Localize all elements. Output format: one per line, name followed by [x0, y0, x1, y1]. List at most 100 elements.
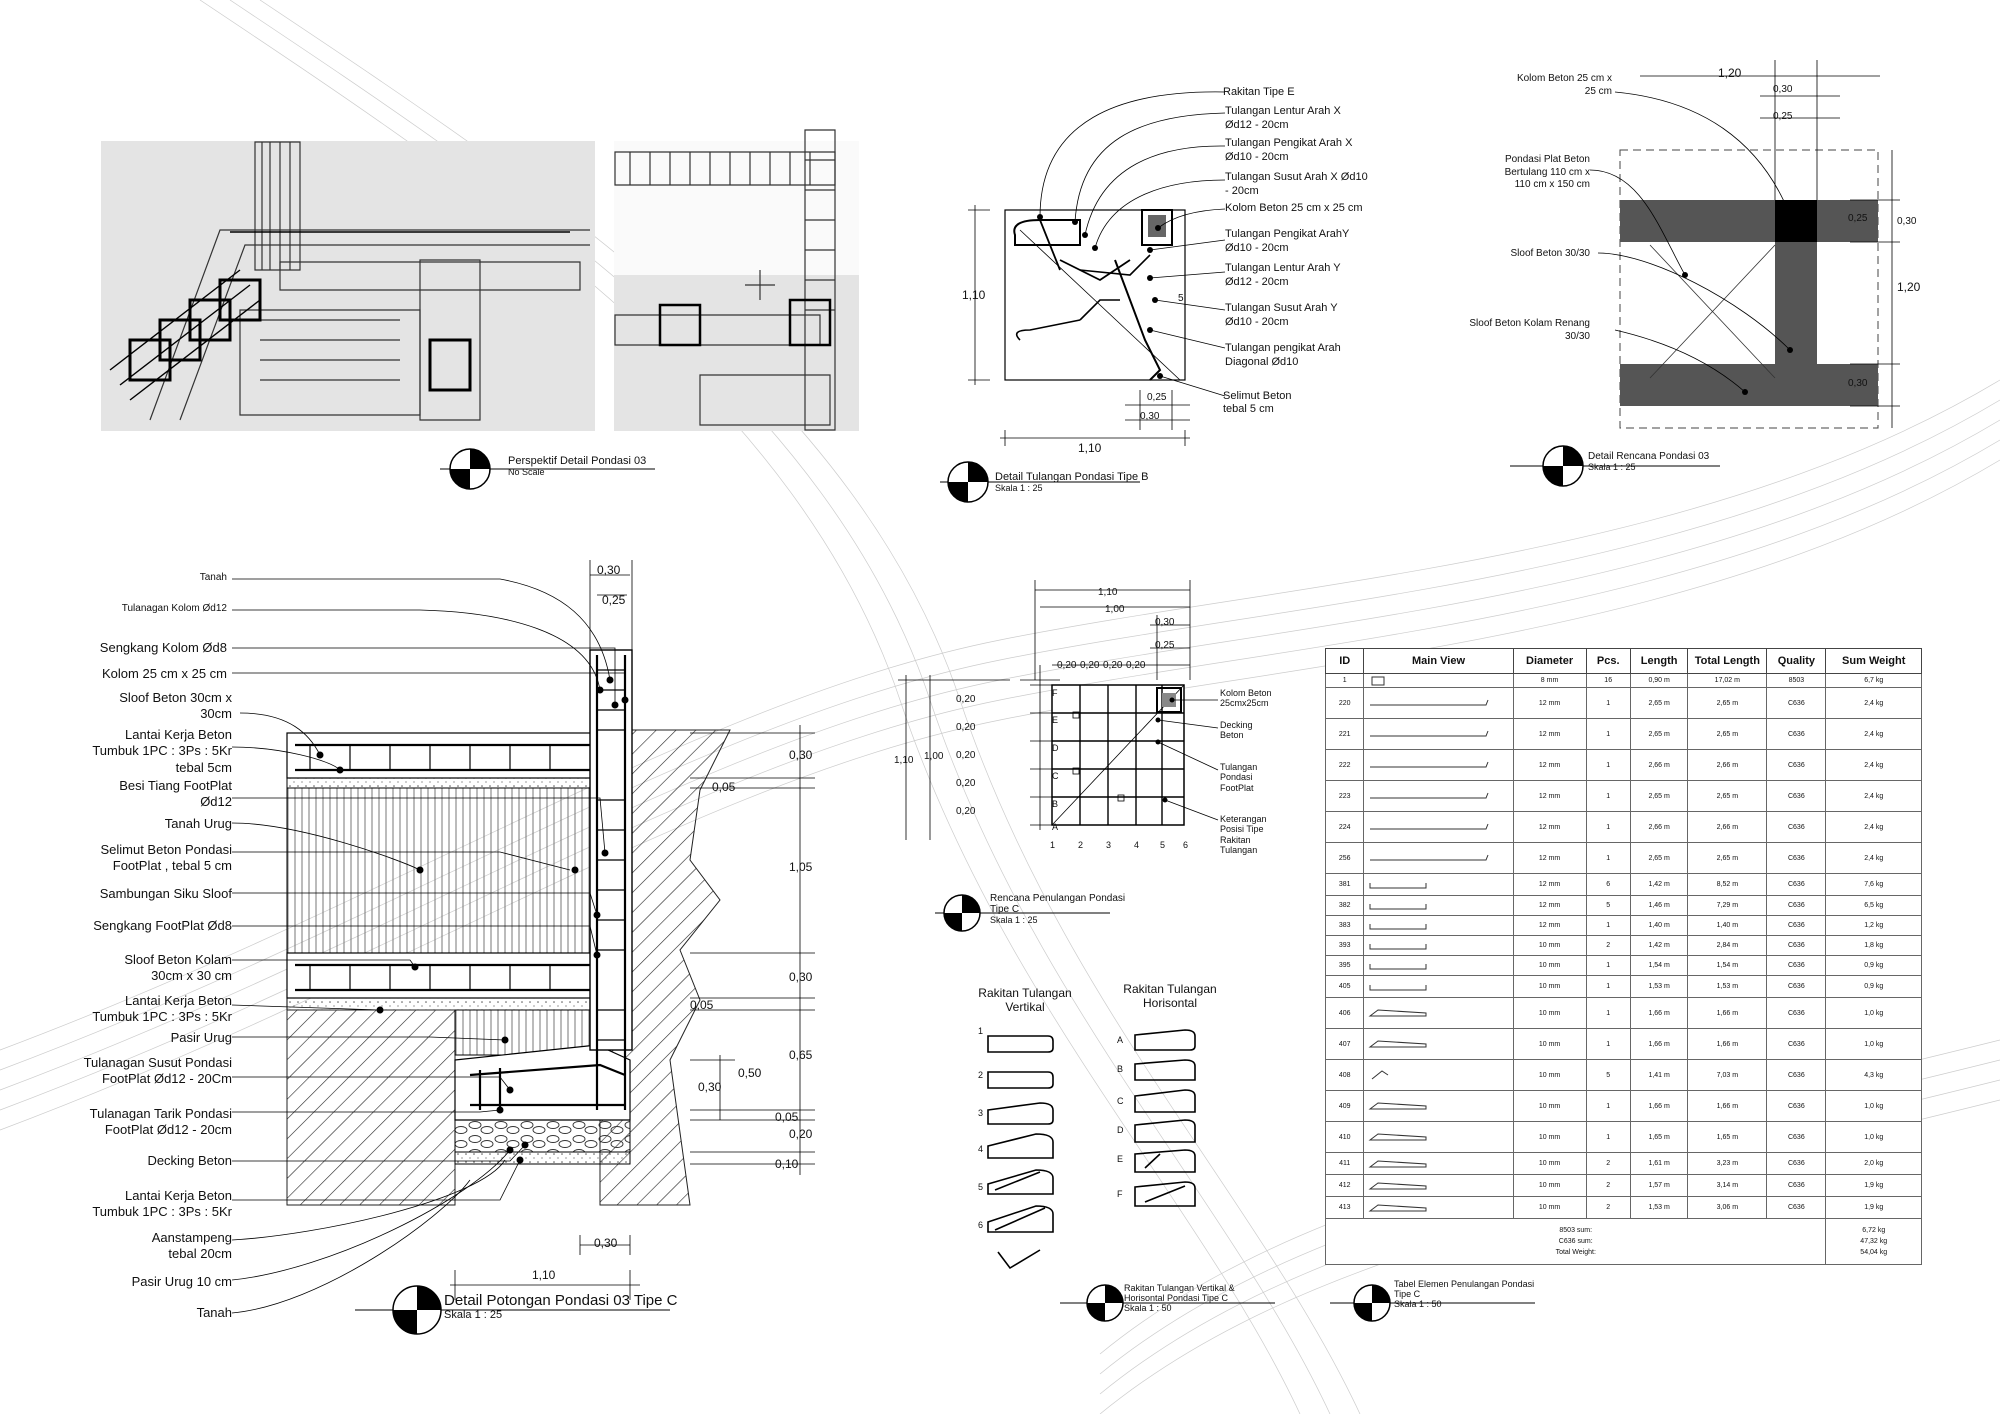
grid-col-4: 4 [1134, 840, 1140, 850]
rebar-shape-icon [1363, 873, 1514, 896]
potongan-dim: 0,05 [690, 998, 714, 1012]
rakitan-title-block: Rakitan Tulangan Vertikal & Horisontal P… [1124, 1283, 1235, 1313]
table-cell: 1,57 m [1629, 1174, 1689, 1197]
rakitan-horisontal-title-line1: Rakitan Tulangan [1123, 982, 1217, 996]
potongan-label-line: Besi Tiang FootPlat [119, 778, 232, 793]
table-cell: 2 [1585, 1152, 1631, 1175]
grid-row-b: B [1052, 799, 1059, 809]
potongan-label-line: Sloof Beton Kolam [124, 952, 232, 967]
table-cell: 1,41 m [1629, 1059, 1689, 1091]
potongan-label: Sloof Beton 30cm x 30cm [60, 690, 232, 723]
table-cell: 12 mm [1512, 687, 1587, 719]
grid-row-c: C [1052, 771, 1059, 781]
tipe-c-label-line: Kolom Beton [1220, 688, 1272, 698]
rencana-kolom-label: Kolom Beton 25 cm x 25 cm [1470, 73, 1612, 98]
tipe-c-label-keterangan: Keterangan Posisi Tipe Rakitan Tulangan [1220, 814, 1267, 855]
table-cell: 381 [1324, 873, 1365, 896]
tipe-c-dim: 0,20 [1103, 660, 1123, 671]
table-cell: 2,4 kg [1825, 749, 1922, 781]
potongan-label-line: Lantai Kerja Beton [125, 1188, 232, 1203]
tabel-title-block: Tabel Elemen Penulangan Pondasi Tipe C S… [1394, 1279, 1534, 1309]
tipe-c-dim: 1,10 [894, 755, 914, 766]
table-cell: 12 mm [1512, 718, 1587, 750]
table-cell: 2,66 m [1687, 749, 1768, 781]
summary-value: 47,32 kg [1860, 1238, 1888, 1245]
potongan-label-line: Tulanagan Tarik Pondasi [89, 1106, 232, 1121]
table-cell: 5 [1585, 895, 1631, 916]
rencana-kolam-line1: Sloof Beton Kolam Renang [1469, 318, 1590, 329]
table-cell: 2,65 m [1629, 687, 1689, 719]
table-cell: 1,40 m [1629, 915, 1689, 936]
table-cell: 1,0 kg [1825, 1121, 1922, 1153]
table-cell: 223 [1324, 780, 1365, 812]
table-cell: 383 [1324, 915, 1365, 936]
table-cell: 2,4 kg [1825, 718, 1922, 750]
rakitan-vertikal-title-line2: Vertikal [1005, 1000, 1045, 1014]
table-cell: 1,9 kg [1825, 1174, 1922, 1197]
table-cell: 10 mm [1512, 1028, 1587, 1060]
rebar-shape-icon [1363, 1028, 1514, 1060]
table-cell: 17,02 m [1687, 673, 1768, 688]
table-cell: 1,65 m [1687, 1121, 1768, 1153]
table-cell: 7,29 m [1687, 895, 1768, 916]
tipe-b-label: Ød12 - 20cm [1225, 119, 1289, 131]
table-cell: 1 [1585, 687, 1631, 719]
table-cell: 6,7 kg [1825, 673, 1922, 688]
table-cell: 408 [1324, 1059, 1365, 1091]
rakitan-vertikal [987, 1035, 1054, 1270]
potongan-label-line: Sloof Beton 30cm x [119, 690, 232, 705]
tipe-c-dim: 0,25 [1155, 640, 1175, 651]
tipe-b-title: Detail Tulangan Pondasi Tipe B [995, 471, 1149, 483]
perspective-render-right [614, 129, 859, 431]
table-cell: 1,61 m [1629, 1152, 1689, 1175]
potongan-label-line: Tumbuk 1PC : 3Ps : 5Kr [92, 1009, 232, 1025]
rencana-dim: 0,25 [1848, 213, 1868, 224]
potongan-dim: 0,30 [594, 1236, 618, 1250]
table-cell: 1,66 m [1687, 1028, 1768, 1060]
tipe-c-dim: 0,20 [956, 750, 976, 761]
tipe-c-label-line: Rakitan [1220, 834, 1251, 845]
table-cell: C636 [1766, 1028, 1827, 1060]
table-cell: C636 [1766, 895, 1827, 916]
table-cell: 8,52 m [1687, 873, 1768, 896]
potongan-label-line: Lantai Kerja Beton [125, 993, 232, 1008]
rebar-shape-icon [1363, 915, 1514, 936]
tipe-b-label: Tulangan pengikat Arah [1225, 342, 1341, 354]
tipe-c-dim: 1,10 [1098, 587, 1118, 598]
tipe-c-label-line: Keterangan [1220, 814, 1267, 824]
tipe-b-dots [1037, 214, 1163, 379]
table-cell: 7,03 m [1687, 1059, 1768, 1091]
plan-tipe-b [968, 205, 1190, 446]
rencana-scale: Skala 1 : 25 [1588, 462, 1636, 472]
tipe-c-dim: 0,30 [1155, 617, 1175, 628]
table-cell: 2,65 m [1687, 780, 1768, 812]
grid-col-5: 5 [1160, 840, 1166, 850]
potongan-title-block: Detail Potongan Pondasi 03 Tipe C Skala … [444, 1292, 678, 1321]
potongan-dim: 0,05 [712, 780, 736, 794]
table-header-cell: Diameter [1512, 648, 1587, 674]
potongan-dim: 1,05 [789, 860, 813, 874]
rebar-shape-icon [1363, 955, 1514, 976]
potongan-label: Sengkang FootPlat Ød8 [93, 918, 232, 933]
potongan-label: Tanah [199, 572, 227, 583]
table-cell: 10 mm [1512, 1090, 1587, 1122]
perspective-render-left [101, 141, 595, 431]
table-cell: 1,66 m [1629, 1028, 1689, 1060]
rakitan-horisontal-title-line2: Horisontal [1142, 996, 1198, 1010]
table-cell: 3,06 m [1687, 1196, 1768, 1219]
table-cell: 411 [1324, 1152, 1365, 1175]
table-cell: 220 [1324, 687, 1365, 719]
potongan-label: Tulanagan Tarik Pondasi FootPlat Ød12 - … [40, 1106, 232, 1139]
table-cell: 0,9 kg [1825, 955, 1922, 976]
table-cell: C636 [1766, 842, 1827, 874]
table-cell: 224 [1324, 811, 1365, 843]
table-cell: 10 mm [1512, 1059, 1587, 1091]
table-cell: C636 [1766, 718, 1827, 750]
rencana-title-block: Detail Rencana Pondasi 03 Skala 1 : 25 [1588, 451, 1709, 472]
potongan-dim: 0,30 [698, 1080, 722, 1094]
tipe-c-label-line: Decking [1220, 720, 1253, 730]
table-cell: 12 mm [1512, 749, 1587, 781]
